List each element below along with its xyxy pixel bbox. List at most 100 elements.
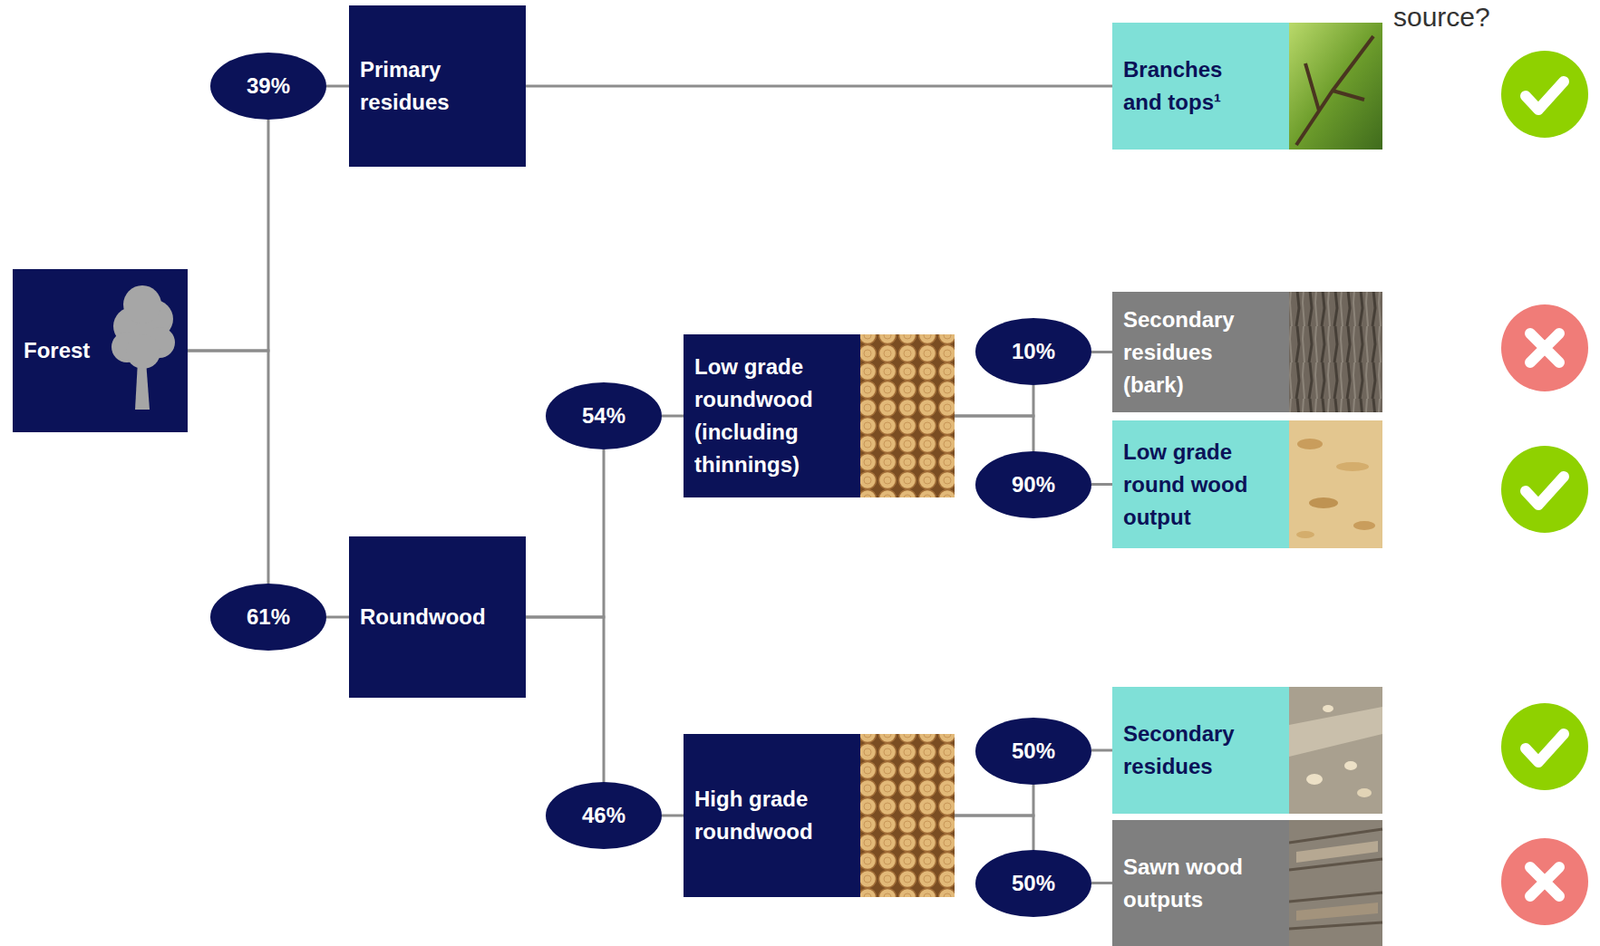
- oval-fill: [975, 451, 1092, 519]
- connector: [1091, 882, 1113, 885]
- forest-box-extension: [108, 269, 188, 433]
- osb-photo: [1289, 420, 1383, 549]
- percentage-label: 50%: [1011, 738, 1056, 765]
- oval-fill: [975, 717, 1092, 786]
- box-label: Low grade roundwood (including thinnings…: [694, 350, 831, 482]
- sawn-wood-photo: [1289, 820, 1383, 946]
- percentage-label: 50%: [1011, 871, 1056, 897]
- plank: [1289, 707, 1383, 757]
- percentage-label: 39%: [246, 73, 291, 99]
- check-circle: [1501, 50, 1589, 138]
- connector: [326, 616, 350, 620]
- wood-chip: [1344, 761, 1358, 771]
- oval-fill: [210, 52, 327, 120]
- wood-flake: [1296, 531, 1315, 539]
- wood-chip: [1322, 705, 1334, 713]
- category-box: High grade roundwood: [683, 734, 861, 898]
- wood-chip: [1357, 788, 1372, 798]
- check-tick: [1525, 476, 1564, 505]
- tree-canopy: [123, 285, 162, 324]
- box-label: Low grade round wood output: [1123, 436, 1260, 534]
- output-box: Low grade round wood output: [1112, 420, 1290, 549]
- oval-fill: [975, 318, 1092, 386]
- check-circle: [1501, 703, 1589, 791]
- output-box: Sawn wood outputs: [1112, 820, 1290, 946]
- percent-oval: 50%: [975, 850, 1092, 918]
- connector: [525, 449, 604, 618]
- connector: [661, 814, 684, 818]
- box-label: High grade roundwood: [694, 783, 831, 849]
- cross-lines: [1530, 333, 1560, 363]
- cross-circle: [1501, 304, 1589, 392]
- box-label: Sawn wood outputs: [1123, 851, 1260, 917]
- plank: [1296, 902, 1378, 922]
- wood-flake: [1297, 438, 1323, 450]
- photo-ground: [1289, 22, 1383, 150]
- check-mark: [1501, 50, 1589, 138]
- tree-canopy: [126, 334, 161, 369]
- photo-ground: [1289, 687, 1383, 815]
- connector: [525, 85, 1113, 88]
- photo-ground: [1289, 820, 1383, 946]
- wood-flake: [1353, 521, 1376, 531]
- connector: [1091, 749, 1113, 753]
- cross-lines: [1530, 867, 1560, 897]
- connector: [326, 85, 350, 88]
- cross-mark: [1501, 304, 1589, 392]
- connector: [1091, 483, 1113, 486]
- oval-fill: [545, 382, 662, 450]
- oval-fill: [210, 583, 327, 651]
- oval-fill: [975, 850, 1092, 918]
- percentage-label: 90%: [1011, 472, 1056, 498]
- connector: [1091, 350, 1113, 354]
- box-fill: [108, 269, 188, 433]
- wood-chip: [1306, 774, 1323, 786]
- percent-oval: 39%: [210, 52, 327, 120]
- percentage-label: 46%: [581, 803, 626, 829]
- percent-oval: 90%: [975, 451, 1092, 519]
- source-box: Forest: [12, 269, 110, 433]
- bark-photo: [1289, 291, 1383, 413]
- note-label: source?: [1393, 1, 1491, 33]
- cross-circle: [1501, 838, 1589, 926]
- plank: [1296, 841, 1378, 864]
- percent-oval: 46%: [545, 782, 662, 850]
- box-label: Secondary residues: [1123, 717, 1260, 784]
- residues-photo: [1289, 687, 1383, 815]
- output-box: Secondary residues: [1112, 687, 1290, 815]
- percent-oval: 50%: [975, 717, 1092, 786]
- check-circle: [1501, 446, 1589, 534]
- wood-flake: [1336, 462, 1369, 472]
- output-box: Secondary residues (bark): [1112, 291, 1290, 413]
- connector: [661, 415, 684, 418]
- logs-photo: [860, 734, 955, 898]
- percent-oval: 61%: [210, 583, 327, 651]
- check-tick: [1525, 734, 1564, 763]
- box-label: Roundwood: [359, 601, 496, 634]
- box-label: Forest: [23, 334, 101, 368]
- connector: [109, 119, 269, 351]
- check-mark: [1501, 703, 1589, 791]
- photo-ground: [1289, 420, 1383, 549]
- check-mark: [1501, 446, 1589, 534]
- percentage-label: 10%: [1011, 339, 1056, 365]
- category-box: Low grade roundwood (including thinnings…: [683, 334, 861, 498]
- branch-line: [1296, 36, 1374, 146]
- percentage-label: 54%: [581, 403, 626, 429]
- logs-photo: [860, 334, 955, 498]
- connector: [525, 617, 604, 783]
- cross-mark: [1501, 838, 1589, 926]
- box-label: Branches and tops¹: [1123, 53, 1260, 119]
- wood-flake: [1309, 497, 1339, 509]
- box-label: Secondary residues (bark): [1123, 303, 1260, 402]
- check-tick: [1525, 81, 1564, 110]
- output-box: Branches and tops¹: [1112, 22, 1290, 150]
- percent-oval: 54%: [545, 382, 662, 450]
- category-box: Primary residues: [349, 5, 526, 167]
- percentage-label: 61%: [246, 604, 291, 631]
- plank-line: [1289, 829, 1383, 930]
- category-box: Roundwood: [349, 536, 526, 699]
- branches-photo: [1289, 22, 1383, 150]
- box-label: Primary residues: [359, 53, 496, 119]
